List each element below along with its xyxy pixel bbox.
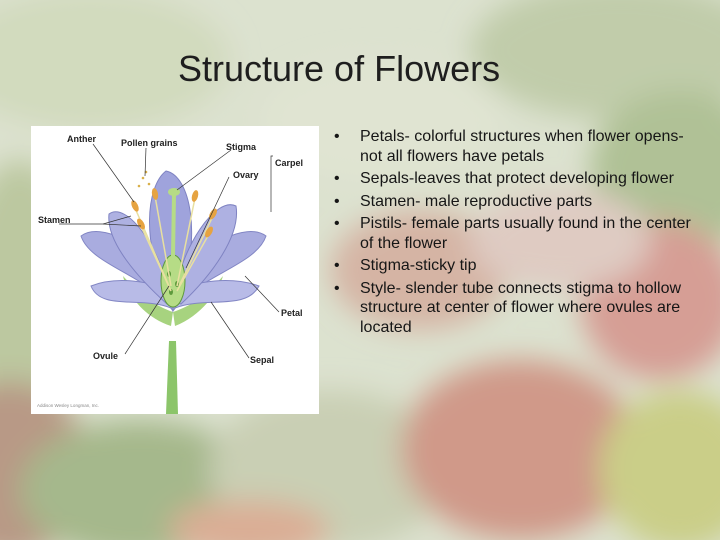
diagram-credit: Addison Wesley Longman, Inc.: [37, 403, 99, 408]
label-carpel: Carpel: [275, 158, 303, 168]
label-pollen-grains: Pollen grains: [121, 138, 178, 148]
stigma: [168, 188, 180, 196]
label-ovule: Ovule: [93, 351, 118, 361]
flower-diagram: Anther Pollen grains Stigma Carpel Ovary…: [31, 126, 319, 414]
bullet-sepals: Sepals-leaves that protect developing fl…: [334, 169, 700, 189]
label-sepal: Sepal: [250, 355, 274, 365]
label-stigma: Stigma: [226, 142, 257, 152]
label-stamen: Stamen: [38, 215, 71, 225]
label-petal: Petal: [281, 308, 303, 318]
bullet-petals: Petals- colorful structures when flower …: [334, 127, 700, 166]
bullet-stigma: Stigma-sticky tip: [334, 256, 700, 276]
label-ovary: Ovary: [233, 170, 259, 180]
bullet-pistils: Pistils- female parts usually found in t…: [334, 214, 700, 253]
bullet-style: Style- slender tube connects stigma to h…: [334, 279, 700, 338]
label-anther: Anther: [67, 134, 96, 144]
bullet-stamen: Stamen- male reproductive parts: [334, 192, 700, 212]
style: [171, 193, 176, 257]
anthers: [131, 188, 217, 238]
leader-lines: [59, 143, 280, 359]
bullet-list: Petals- colorful structures when flower …: [334, 127, 700, 340]
flower-stem: [166, 341, 178, 414]
slide-title: Structure of Flowers: [178, 48, 501, 89]
